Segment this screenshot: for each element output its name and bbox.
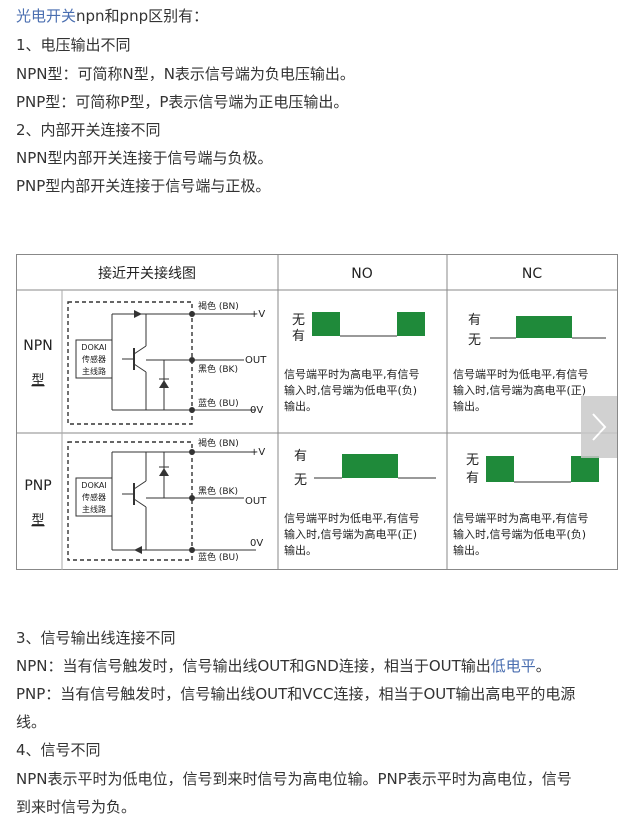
header-no: NO <box>351 266 373 282</box>
svg-text:有: 有 <box>468 313 481 328</box>
section2-npn: NPN型内部开关连接于信号端与负极。 <box>16 149 273 167</box>
svg-text:有: 有 <box>466 471 479 486</box>
svg-text:褐色 (BN): 褐色 (BN) <box>198 300 239 312</box>
svg-text:信号端平时为低电平,有信号: 信号端平时为低电平,有信号 <box>453 367 589 381</box>
section4-line1: NPN表示平时为低电位，信号到来时信号为高电位输。PNP表示平时为高电位，信号 <box>16 770 572 788</box>
svg-text:黑色 (BK): 黑色 (BK) <box>198 485 238 497</box>
svg-text:0V: 0V <box>250 405 263 416</box>
low-level-link[interactable]: 低电平 <box>490 657 536 675</box>
svg-text:+V: +V <box>250 309 265 320</box>
table-border <box>16 254 618 570</box>
pnp-nc-pulse-1 <box>486 456 514 482</box>
svg-text:输出。: 输出。 <box>284 399 317 413</box>
row-npn-type-suffix: 型 <box>31 373 44 388</box>
svg-text:输入时,信号端为低电平(负): 输入时,信号端为低电平(负) <box>453 527 586 541</box>
npn-nc-pulse <box>516 316 572 338</box>
photoelectric-switch-link[interactable]: 光电开关 <box>16 7 77 25</box>
svg-text:褐色 (BN): 褐色 (BN) <box>198 437 239 449</box>
npn-no-pulse-1 <box>312 312 340 336</box>
svg-text:输入时,信号端为低电平(负): 输入时,信号端为低电平(负) <box>284 383 417 397</box>
section1-title: 1、电压输出不同 <box>16 36 131 54</box>
section3-npn-text: NPN：当有信号触发时，信号输出线OUT和GND连接，相当于OUT输出 <box>16 657 491 675</box>
section1-npn: NPN型：可简称N型，N表示信号端为负电压输出。 <box>16 65 355 83</box>
npn-no-pulse-2 <box>397 312 425 336</box>
svg-text:传感器: 传感器 <box>82 492 106 502</box>
svg-text:输入时,信号端为高电平(正): 输入时,信号端为高电平(正) <box>284 527 417 541</box>
svg-text:无: 无 <box>292 313 305 328</box>
pnp-nc-pulse-2 <box>571 456 599 482</box>
svg-text:无: 无 <box>466 453 479 468</box>
section2-title: 2、内部开关连接不同 <box>16 121 161 139</box>
svg-text:输出。: 输出。 <box>453 399 486 413</box>
row-pnp: PNP 型 DOKAI 传感器 主线路 <box>24 437 599 563</box>
svg-text:DOKAI: DOKAI <box>81 481 106 490</box>
intro-line: 光电开关npn和pnp区别有： <box>16 6 208 26</box>
section3-pnp-line2: 线。 <box>16 713 47 731</box>
pnp-nc-cell: 无 有 信号端平时为高电平,有信号 输入时,信号端为低电平(负) 输出。 <box>453 453 599 557</box>
svg-text:DOKAI: DOKAI <box>81 343 106 352</box>
svg-text:信号端平时为高电平,有信号: 信号端平时为高电平,有信号 <box>284 367 420 381</box>
section3-npn: NPN：当有信号触发时，信号输出线OUT和GND连接，相当于OUT输出低电平。 <box>16 656 551 676</box>
svg-text:输入时,信号端为高电平(正): 输入时,信号端为高电平(正) <box>453 383 586 397</box>
svg-text:0V: 0V <box>250 538 263 549</box>
svg-text:OUT: OUT <box>245 355 267 366</box>
pnp-no-cell: 有 无 信号端平时为低电平,有信号 输入时,信号端为高电平(正) 输出。 <box>284 449 436 557</box>
chevron-right-icon <box>592 413 607 441</box>
pnp-no-pulse <box>342 454 398 478</box>
pnp-circuit-diagram: DOKAI 传感器 主线路 褐色 (BN) +V <box>67 437 267 563</box>
svg-text:主线路: 主线路 <box>82 504 106 514</box>
next-image-button[interactable] <box>581 396 617 458</box>
svg-text:黑色 (BK): 黑色 (BK) <box>198 363 238 375</box>
npn-circuit-diagram: DOKAI 传感器 主线路 褐色 (BN) +V <box>67 300 267 425</box>
section3-title: 3、信号输出线连接不同 <box>16 629 176 647</box>
svg-text:OUT: OUT <box>245 496 267 507</box>
svg-text:有: 有 <box>292 329 305 344</box>
svg-text:传感器: 传感器 <box>82 354 106 364</box>
npn-nc-cell: 有 无 信号端平时为低电平,有信号 输入时,信号端为高电平(正) 输出。 <box>453 313 606 413</box>
row-pnp-type-suffix: 型 <box>31 513 44 528</box>
header-wiring: 接近开关接线图 <box>98 265 196 282</box>
svg-text:蓝色 (BU): 蓝色 (BU) <box>198 397 239 409</box>
wiring-table-svg: 接近开关接线图 NO NC NPN 型 DOKAI 传感器 主线路 <box>16 254 618 570</box>
row-npn-type: NPN <box>23 338 52 354</box>
section4-title: 4、信号不同 <box>16 741 101 759</box>
svg-text:无: 无 <box>468 333 481 348</box>
npn-no-cell: 无 有 信号端平时为高电平,有信号 输入时,信号端为低电平(负) 输出。 <box>284 312 425 413</box>
svg-text:蓝色 (BU): 蓝色 (BU) <box>198 551 239 563</box>
svg-text:主线路: 主线路 <box>82 366 106 376</box>
svg-text:信号端平时为高电平,有信号: 信号端平时为高电平,有信号 <box>453 511 589 525</box>
header-nc: NC <box>522 266 542 282</box>
section3-pnp-line1: PNP：当有信号触发时，信号输出线OUT和VCC连接，相当于OUT输出高电平的电… <box>16 685 576 703</box>
row-pnp-type: PNP <box>24 478 51 494</box>
section2-pnp: PNP型内部开关连接于信号端与正极。 <box>16 177 271 195</box>
wiring-table: 接近开关接线图 NO NC NPN 型 DOKAI 传感器 主线路 <box>16 254 618 570</box>
svg-text:输出。: 输出。 <box>453 543 486 557</box>
section4-line2: 到来时信号为负。 <box>16 798 137 816</box>
section1-pnp: PNP型：可简称P型，P表示信号端为正电压输出。 <box>16 93 349 111</box>
svg-text:有: 有 <box>294 449 307 464</box>
row-npn: NPN 型 DOKAI 传感器 主线路 <box>23 300 606 425</box>
intro-text: npn和pnp区别有： <box>76 7 209 25</box>
svg-text:无: 无 <box>294 473 307 488</box>
svg-text:信号端平时为低电平,有信号: 信号端平时为低电平,有信号 <box>284 511 420 525</box>
section3-npn-end: 。 <box>535 657 551 675</box>
svg-text:输出。: 输出。 <box>284 543 317 557</box>
svg-text:+V: +V <box>250 447 265 458</box>
